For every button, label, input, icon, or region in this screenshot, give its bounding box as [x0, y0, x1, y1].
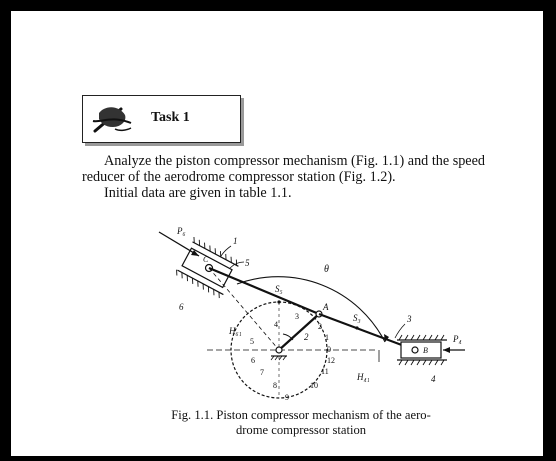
crank-pivot [275, 346, 283, 354]
svg-text:0: 0 [327, 345, 331, 354]
svg-text:6: 6 [179, 302, 184, 312]
svg-text:A: A [322, 302, 329, 312]
svg-text:2: 2 [304, 332, 309, 342]
connecting-rod-3 [318, 312, 416, 352]
svg-text:12: 12 [327, 356, 335, 365]
left-slider-guide [176, 236, 239, 299]
piston-compressor-diagram: P₆ C 1 5 6 θ S₅ [158, 226, 465, 402]
right-slider-guide [397, 334, 447, 366]
document-page: Task 1 Analyze the piston compressor mec… [11, 11, 543, 456]
svg-text:6: 6 [251, 356, 255, 365]
task-header-box: Task 1 [82, 95, 241, 143]
svg-text:7: 7 [260, 368, 264, 377]
figure-caption: Fig. 1.1. Piston compressor mechanism of… [171, 408, 431, 437]
svg-text:3: 3 [295, 312, 299, 321]
svg-text:4: 4 [274, 320, 278, 329]
svg-text:C: C [203, 255, 209, 264]
svg-text:2: 2 [318, 322, 322, 331]
svg-text:H₄₁: H₄₁ [356, 372, 370, 382]
svg-text:3: 3 [406, 314, 412, 324]
joint-b [411, 346, 419, 354]
svg-text:θ: θ [324, 264, 329, 275]
svg-text:S₃: S₃ [353, 313, 361, 323]
force-p6-arrow [158, 231, 200, 257]
connecting-rod-5 [208, 266, 320, 316]
svg-text:5: 5 [250, 337, 254, 346]
theta-arc [236, 276, 386, 343]
svg-text:11: 11 [321, 367, 329, 376]
svg-text:8: 8 [273, 381, 277, 390]
svg-text:1: 1 [233, 236, 238, 246]
task-description: Analyze the piston compressor mechanism … [82, 153, 485, 185]
label-p6: P₆ [176, 226, 186, 236]
svg-text:4: 4 [431, 374, 436, 384]
svg-text:H₆₁: H₆₁ [228, 326, 242, 336]
svg-text:P₄: P₄ [452, 334, 462, 344]
crank-link [278, 313, 320, 351]
svg-text:B: B [423, 346, 428, 355]
svg-text:S₅: S₅ [275, 284, 283, 294]
svg-text:5: 5 [245, 258, 250, 268]
svg-text:9: 9 [285, 393, 289, 402]
svg-text:1: 1 [325, 333, 329, 342]
task-title: Task 1 [151, 110, 190, 125]
svg-text:10: 10 [310, 381, 318, 390]
writing-hand-icon [92, 107, 132, 133]
initial-data-note: Initial data are given in table 1.1. [104, 185, 292, 201]
